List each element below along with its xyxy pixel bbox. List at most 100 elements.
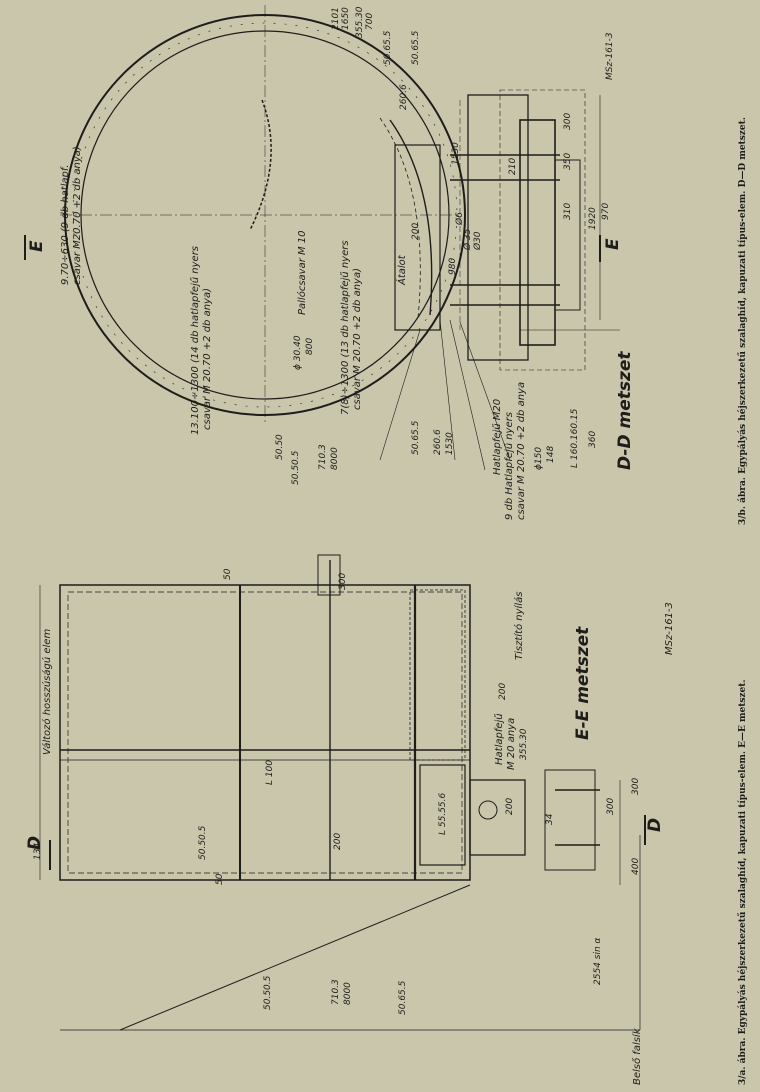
dd-dim-a7: 260.6 xyxy=(399,84,409,110)
ee-inner-frame xyxy=(67,591,463,874)
inner-curve-2 xyxy=(379,117,421,319)
ee-stiffener xyxy=(317,554,341,596)
ee-title: E-E metszet xyxy=(573,626,593,740)
ee-cleaning-frame xyxy=(409,589,466,761)
dd-hatlap-3: csavar M 20.70 +2 db anya xyxy=(516,382,527,520)
dd-title: D-D metszet xyxy=(615,351,635,470)
dd-dim-a26: 1920 xyxy=(588,207,598,230)
dd-note-2b: csavar M 20.70 +2 db anya) xyxy=(352,268,363,410)
ee-dim-d4: 710.3 xyxy=(331,979,341,1005)
ee-dim-d17: 34 xyxy=(545,813,555,825)
dd-phi150: ϕ150 xyxy=(534,447,544,470)
ee-label-sin: 2554 sin α xyxy=(593,937,603,985)
ee-dim-d2: 50.50.5 xyxy=(263,975,273,1010)
flange-block xyxy=(467,94,529,361)
foot-plate xyxy=(499,89,586,371)
frame-plate xyxy=(394,144,441,331)
ee-dim-d6: L 100 xyxy=(265,760,275,785)
ee-dim-d12: 400 xyxy=(631,858,641,875)
ee-bracket-hole xyxy=(478,800,498,820)
ee-outer-frame xyxy=(59,584,471,881)
dd-hatlap-1: Hatlapfejű M20 xyxy=(491,399,503,475)
ee-dim-d3: 50.65.5 xyxy=(398,980,408,1015)
ee-foundation xyxy=(544,769,596,871)
dd-dim-a6: 50.65.5 xyxy=(411,30,421,65)
dd-dim-a21: Ø 35 xyxy=(462,228,473,251)
ee-section-mark-d-bottom: D xyxy=(645,818,665,832)
dd-dim-a25: 210 xyxy=(508,158,518,175)
ee-section-drawing: Változó hosszúságú elem Tisztító nyílás … xyxy=(25,554,675,1085)
dd-dim-a27: 970 xyxy=(601,203,611,220)
dd-dim-a15: 50.50 xyxy=(275,434,285,460)
dd-dim-a5: 50.65.5 xyxy=(383,30,393,65)
dd-dim-a9: 260.6 xyxy=(433,429,443,455)
ee-dim-d11: 300 xyxy=(606,798,616,815)
dd-360: 360 xyxy=(588,431,598,448)
dd-drawing-no: MSz-161-3 xyxy=(605,32,615,80)
leader-1 xyxy=(379,329,421,461)
inner-curve xyxy=(389,119,433,316)
ee-label-tisztito: Tisztító nyílás xyxy=(513,592,525,660)
ee-bracket xyxy=(469,779,526,856)
ee-dim-d8: 200 xyxy=(498,683,508,700)
dd-l160: L 160.160.15 xyxy=(570,408,580,468)
ee-section-mark-d-top: D xyxy=(25,836,45,850)
ee-dim-d15: 50 xyxy=(215,873,225,885)
section-e-top: E xyxy=(27,240,47,252)
dd-note-3b: csavar M20.70 +2 db anya) xyxy=(72,146,83,285)
dd-section-drawing: Pallócsavar M 10 Átalot 13.100÷1300 (14 … xyxy=(24,5,635,520)
dd-dim-a22: 300 xyxy=(563,113,573,130)
ee-label-hatlapfeju: Hatlapfejű xyxy=(493,713,505,765)
ee-label-valtozo: Változó hosszúságú elem xyxy=(41,629,53,755)
dd-dim-a24: 310 xyxy=(563,203,573,220)
leader-2 xyxy=(439,319,456,461)
dd-dim-a11b: 50.50.5 xyxy=(291,450,301,485)
dd-dim-a28: 980 xyxy=(448,258,458,275)
dd-label-atalot: Átalot xyxy=(395,254,408,286)
dd-dim-a23: 350 xyxy=(563,153,573,170)
section-e-bottom: E xyxy=(603,238,623,250)
dd-dim-a4: 700 xyxy=(365,13,375,30)
dd-note-1: 13.100÷1300 (14 db hatlapfejű nyers xyxy=(189,246,201,435)
base-block xyxy=(554,159,581,311)
dd-hatlap-2: 9 db Hatlapfejű nyers xyxy=(503,412,515,520)
dd-label-pallocsavar: Pallócsavar M 10 xyxy=(296,230,308,315)
dd-dim-a18: 200 xyxy=(411,223,421,240)
ee-label-belso: Belső falsík xyxy=(631,1027,643,1085)
ee-dim-d10: 300 xyxy=(338,573,348,590)
dd-note-3: 9.70÷630 (9 db hatlapf. xyxy=(60,165,71,285)
ee-diagonal xyxy=(119,884,471,1031)
ee-gusset xyxy=(419,764,466,866)
inner-arc xyxy=(249,99,272,231)
ee-dim-d9: 200 xyxy=(505,798,515,815)
ee-dim-d16: 200 xyxy=(333,833,343,850)
ee-dim-d13: 300 xyxy=(631,778,641,795)
dd-dim-a13: 710.3 xyxy=(318,444,328,470)
ee-drawing-no: MSz-161-3 xyxy=(664,602,675,655)
caption-fig-b: 3/b. ábra. Egypályás héjszerkezetű szala… xyxy=(737,117,748,525)
dd-note-1b: csavar M 20.70 +2 db anya) xyxy=(202,288,213,430)
ee-dim-d14: 50 xyxy=(223,568,233,580)
dd-dim-a16: ϕ 30.40 xyxy=(293,335,303,370)
ee-label-355: 355.30 xyxy=(519,728,529,760)
bolt-block xyxy=(519,119,556,346)
ee-dim-d5: 8000 xyxy=(343,982,353,1005)
dd-dim-a10: 1530 xyxy=(445,432,455,455)
leader-3 xyxy=(449,319,486,471)
dd-dim-a14: 8000 xyxy=(330,447,340,470)
dd-dim-a1: 2101 xyxy=(331,7,341,30)
ee-dim-d18: 134 xyxy=(33,843,43,860)
ee-dim-d7: L 55.55.6 xyxy=(438,792,448,835)
dd-dim-a17: 800 xyxy=(305,338,315,355)
caption-fig-a: 3/a. ábra. Egypályás héjszerkezetű szala… xyxy=(737,679,748,1085)
dd-148: 148 xyxy=(546,446,556,463)
leader-4 xyxy=(459,321,511,461)
dd-dim-a11: 50.65.5 xyxy=(411,420,421,455)
ee-label-m20: M 20 anya xyxy=(506,718,517,770)
dd-dim-a3: 355.30 xyxy=(355,6,365,38)
dd-dim-a8: 1530 xyxy=(451,142,461,165)
dd-dim-a19: Ø6 xyxy=(454,212,465,226)
dd-dim-a2: 1650 xyxy=(341,7,351,30)
ee-dim-d1: 50.50.5 xyxy=(198,825,208,860)
